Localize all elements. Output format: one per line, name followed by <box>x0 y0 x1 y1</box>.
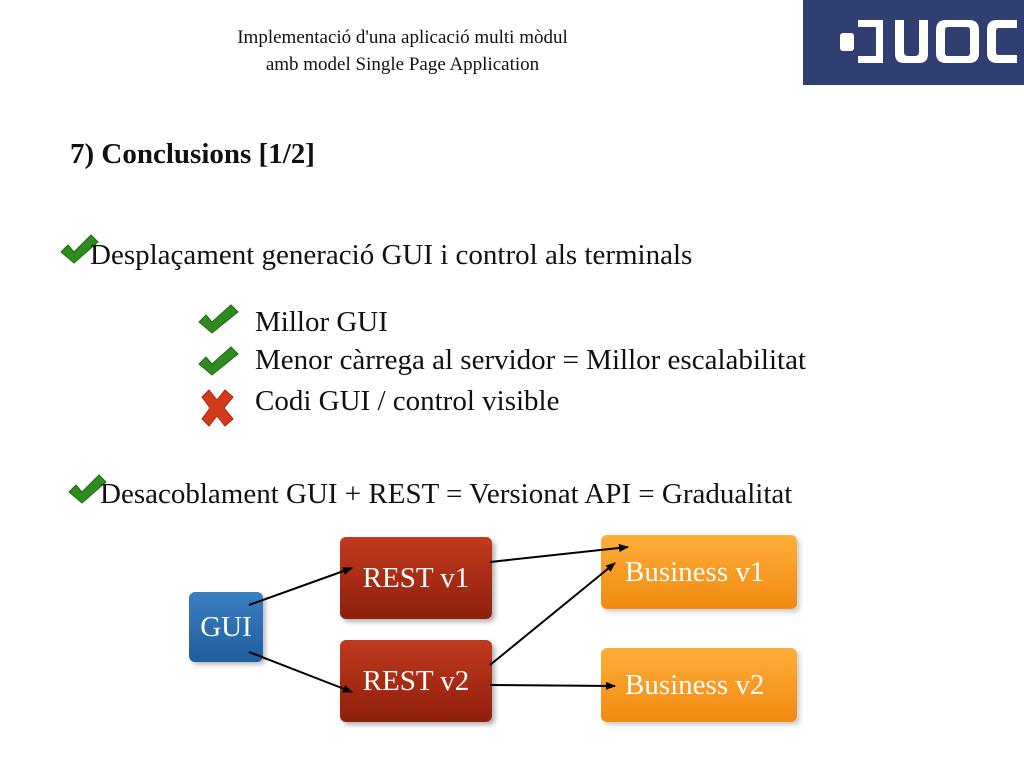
business-v2-box: Business v2 <box>601 648 797 722</box>
check-icon <box>68 474 107 504</box>
main-point-2: Desacoblament GUI + REST = Versionat API… <box>100 478 793 510</box>
subpoint-3: Codi GUI / control visible <box>255 385 560 417</box>
header-line-1: Implementació d'una aplicació multi mòdu… <box>237 27 568 48</box>
arrow-rest-v2-to-business-v1 <box>489 562 616 666</box>
subpoint-2: Menor càrrega al servidor = Millor escal… <box>255 344 807 376</box>
section-title: 7) Conclusions [1/2] <box>70 138 315 170</box>
arrow-rest-v2-to-business-v2 <box>489 681 616 690</box>
check-icon <box>198 346 239 376</box>
rest-v2-box: REST v2 <box>340 640 492 722</box>
uoc-logo-graphic <box>840 20 1017 63</box>
check-icon <box>60 234 99 264</box>
gui-box: GUI <box>189 592 263 662</box>
cross-icon <box>201 389 234 427</box>
business-v1-box: Business v1 <box>601 535 797 609</box>
subpoint-1: Millor GUI <box>255 306 388 338</box>
check-icon <box>198 304 239 334</box>
arrow-gui-to-rest-v2 <box>248 651 353 693</box>
header-line-2: amb model Single Page Application <box>265 54 540 75</box>
uoc-logo <box>803 0 1024 85</box>
arrow-gui-to-rest-v1 <box>248 567 353 606</box>
main-point-1: Desplaçament generació GUI i control als… <box>90 239 693 271</box>
rest-v1-box: REST v1 <box>340 537 492 619</box>
presentation-header: Implementació d'una aplicació multi mòdu… <box>150 24 655 78</box>
